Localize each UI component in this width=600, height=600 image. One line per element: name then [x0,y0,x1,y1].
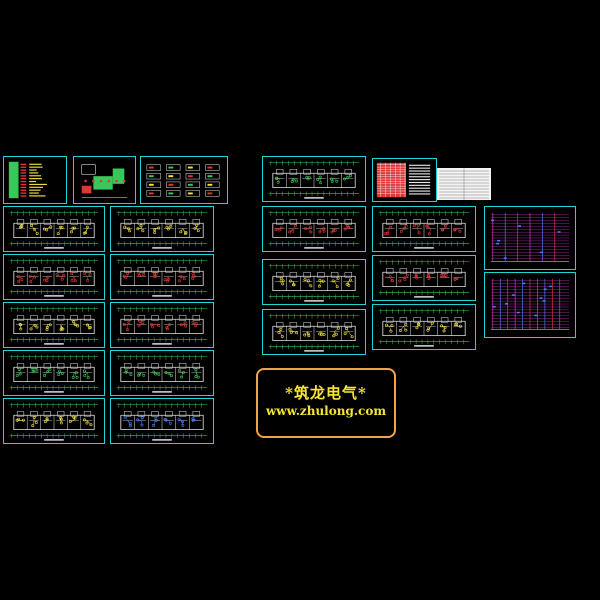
sheet-drawing [9,258,99,297]
sheet-plan-c7[interactable] [372,304,476,350]
sheet-drawing [8,161,47,199]
sheet-plan-c3[interactable] [372,206,476,252]
sheet-drawing [378,308,470,347]
sheet-drawing [9,306,99,345]
watermark-url: www.zhulong.com [265,404,387,418]
sheet-drawing [116,210,208,249]
sheet-drawing [437,168,491,200]
sheet-drawing [9,402,99,441]
sheet-table-2[interactable] [437,168,491,200]
sheet-plan-r5[interactable] [110,398,214,444]
sheet-drawing [490,278,570,330]
sheet-system-2[interactable] [140,156,228,204]
sheet-drawing [268,210,360,249]
sheet-system-1[interactable] [73,156,136,204]
sheet-drawing [268,160,360,199]
sheet-plan-c5[interactable] [372,255,476,301]
watermark-box: *筑龙电气* www.zhulong.com [256,368,396,438]
sheet-drawing [378,210,470,249]
sheet-drawing [116,306,208,345]
sheet-plan-l4[interactable] [3,350,105,396]
sheet-riser-2[interactable] [484,272,576,338]
sheet-drawing [81,164,128,198]
sheet-plan-c1[interactable] [262,156,366,202]
sheet-drawing [9,210,99,249]
sheet-drawing [9,354,99,393]
sheet-drawing [116,258,208,297]
sheet-drawing [146,164,220,197]
sheet-drawing [268,313,360,352]
sheet-plan-r3[interactable] [110,302,214,348]
sheet-riser-1[interactable] [484,206,576,270]
sheet-plan-c2[interactable] [262,206,366,252]
sheet-plan-r4[interactable] [110,350,214,396]
sheet-plan-l3[interactable] [3,302,105,348]
sheet-plan-l5[interactable] [3,398,105,444]
sheet-drawing [268,263,360,302]
sheet-plan-l1[interactable] [3,206,105,252]
sheet-plan-c6[interactable] [262,309,366,355]
sheet-plan-r2[interactable] [110,254,214,300]
sheet-plan-l2[interactable] [3,254,105,300]
sheet-drawing [116,354,208,393]
sheet-plan-r1[interactable] [110,206,214,252]
sheet-drawing [116,402,208,441]
sheet-drawing [378,259,470,298]
watermark-title: *筑龙电气* [285,384,367,402]
sheet-drawing [376,162,431,198]
sheet-drawing [490,212,570,262]
sheet-table-1[interactable] [372,158,437,202]
sheet-plan-c4[interactable] [262,259,366,305]
sheet-legend-1[interactable] [3,156,67,204]
